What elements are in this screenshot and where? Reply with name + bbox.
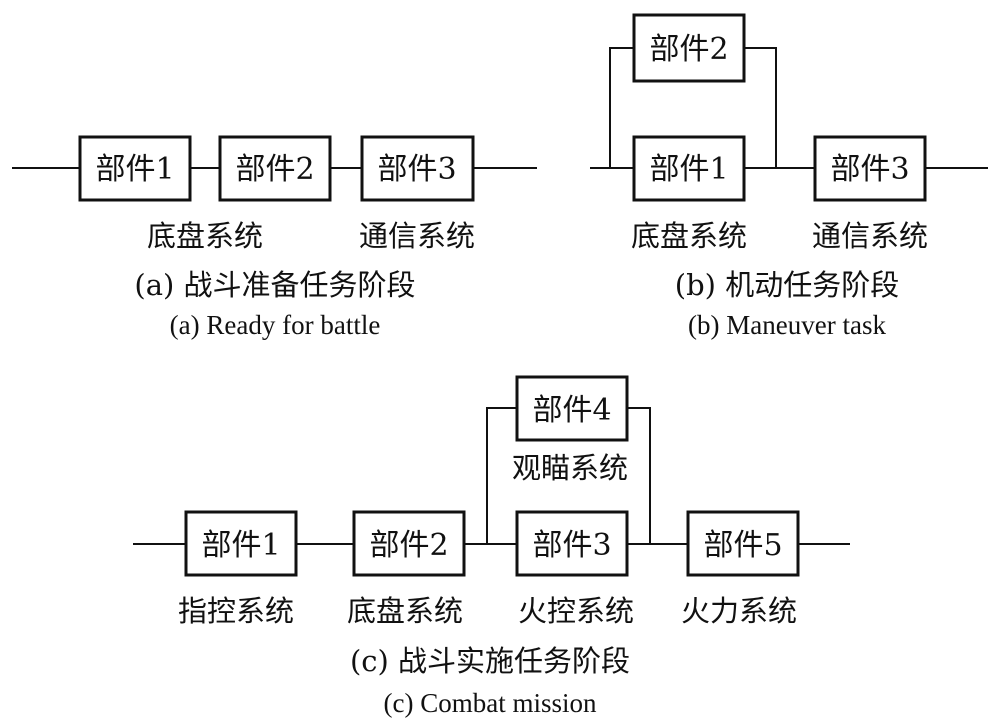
panel-a-component-1: 部件1	[78, 135, 192, 202]
panel-b-component-2-label: 部件2	[649, 32, 728, 67]
panel-a-caption-cn: (a) 战斗准备任务阶段	[134, 268, 415, 302]
panel-c-component-1: 部件1	[184, 510, 298, 577]
panel-b: 部件2 部件1 部件3 底盘系统 通信系统 (b) 机动任务阶段 (b) Man…	[590, 13, 988, 340]
panel-c-component-1-label: 部件1	[201, 528, 280, 563]
panel-c-component-5: 部件5	[686, 510, 800, 577]
panel-c-parallel-left	[486, 407, 517, 544]
panel-a-component-1-label: 部件1	[95, 152, 174, 187]
panel-a-subsystem-chassis: 底盘系统	[147, 219, 263, 253]
panel-c-component-3-label: 部件3	[532, 528, 611, 563]
panel-b-subsystem-comms: 通信系统	[812, 219, 928, 253]
panel-a-caption-en: (a) Ready for battle	[170, 310, 381, 340]
panel-a: 部件1 部件2 部件3 底盘系统 通信系统 (a) 战斗准备任务阶段 (a) R…	[12, 135, 537, 340]
panel-c-caption-cn: (c) 战斗实施任务阶段	[350, 644, 630, 678]
panel-c-subsystem-command: 指控系统	[178, 594, 294, 628]
panel-a-subsystem-comms: 通信系统	[359, 219, 475, 253]
panel-b-component-3: 部件3	[813, 135, 927, 202]
panel-c-component-4-label: 部件4	[532, 393, 611, 428]
panel-b-parallel-left	[609, 47, 634, 168]
panel-a-component-3-label: 部件3	[377, 152, 456, 187]
panel-c-component-3: 部件3	[515, 510, 629, 577]
panel-c-component-4: 部件4	[515, 375, 629, 442]
panel-a-component-3: 部件3	[360, 135, 475, 202]
panel-b-component-2: 部件2	[632, 13, 746, 83]
panel-b-component-1: 部件1	[632, 135, 746, 202]
panel-c-subsystem-sighting: 观瞄系统	[512, 451, 628, 485]
panel-b-subsystem-chassis: 底盘系统	[631, 219, 747, 253]
panel-b-caption-cn: (b) 机动任务阶段	[675, 268, 899, 302]
panel-c-parallel-right	[627, 407, 651, 544]
panel-b-parallel-right	[744, 47, 777, 168]
panel-c-component-5-label: 部件5	[703, 528, 782, 563]
panel-c-caption-en: (c) Combat mission	[384, 688, 597, 718]
panel-c-subsystem-firepower: 火力系统	[681, 594, 797, 628]
panel-c-component-2: 部件2	[352, 510, 466, 577]
panel-c-subsystem-chassis: 底盘系统	[347, 594, 463, 628]
panel-b-component-3-label: 部件3	[830, 152, 909, 187]
panel-c: 部件1 部件2 部件4 部件3 部件5 观瞄系统 指控系统 底盘系统 火控系统 …	[133, 375, 850, 718]
panel-c-subsystem-fire-control: 火控系统	[518, 594, 634, 628]
panel-b-caption-en: (b) Maneuver task	[688, 310, 886, 340]
panel-a-component-2-label: 部件2	[235, 152, 314, 187]
panel-a-component-2: 部件2	[218, 135, 332, 202]
panel-b-component-1-label: 部件1	[649, 152, 728, 187]
panel-c-component-2-label: 部件2	[369, 528, 448, 563]
